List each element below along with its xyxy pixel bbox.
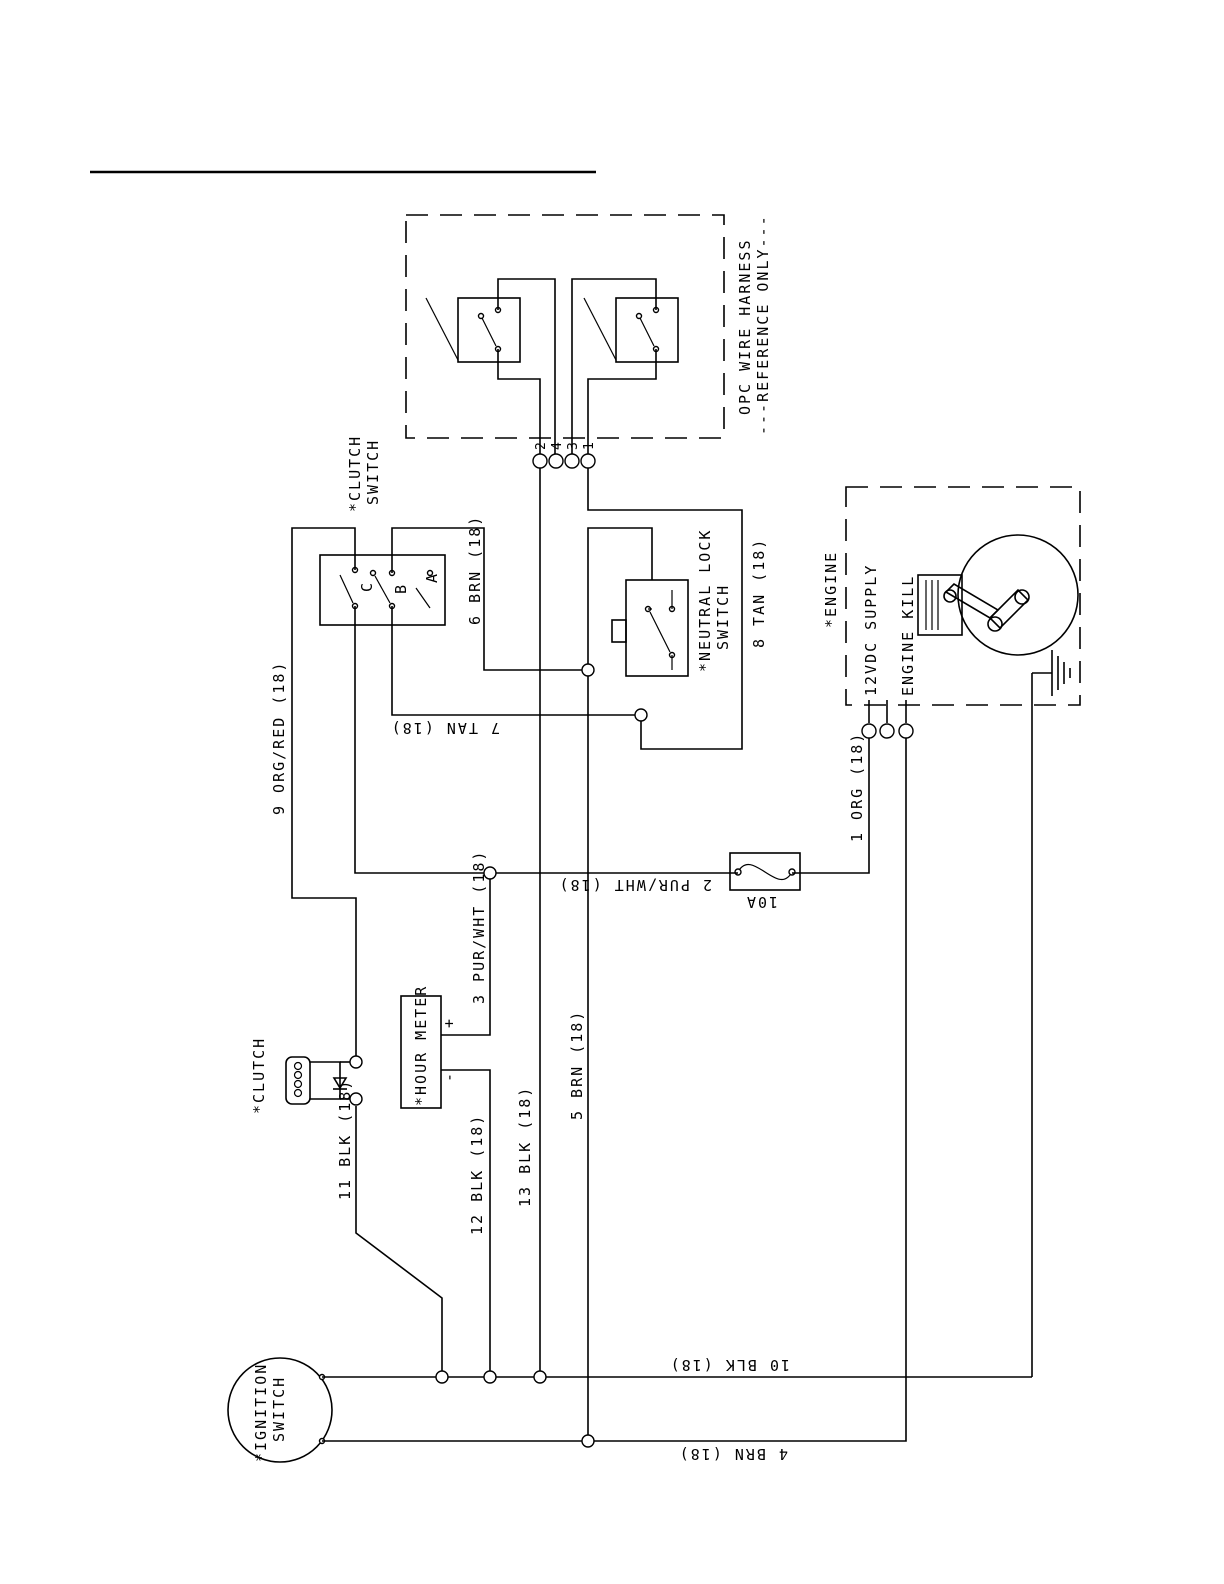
- wire-5-brn: [587, 527, 653, 1441]
- clutch-connector-pin: [349, 1092, 363, 1106]
- fuse-body: [729, 852, 801, 891]
- engine-connector-pin: [879, 723, 895, 739]
- hour-meter-body: [400, 995, 442, 1109]
- opc-label-1: OPC WIRE HARNESS: [736, 239, 754, 416]
- opc-relay-left: [457, 297, 521, 363]
- junction: [581, 663, 595, 677]
- wires: [291, 468, 1032, 1448]
- wire-label-9: 9 ORG/RED (18): [270, 661, 288, 815]
- clutch-switch: C B A *CLUTCH SWITCH: [319, 435, 446, 626]
- wire-label-3: 3 PUR/WHT (18): [470, 850, 488, 1004]
- pto-clutch: *CLUTCH: [250, 1037, 363, 1114]
- opc-harness-boundary: [405, 214, 725, 439]
- neutral-lock-plunger: [611, 619, 627, 643]
- clutch-connector-pin: [349, 1055, 363, 1069]
- wire-labels: 1 ORG (18) 2 PUR/WHT (18) 3 PUR/WHT (18)…: [270, 515, 866, 1463]
- wire-11-blk: [355, 1106, 443, 1377]
- hour-meter-minus: -: [440, 1071, 458, 1082]
- hour-meter: *HOUR METER + -: [400, 873, 491, 1377]
- opc-pin-4: 4: [550, 441, 565, 450]
- junction: [581, 1434, 595, 1448]
- clutch-terminal-a: A: [423, 572, 441, 583]
- junction: [533, 1370, 547, 1384]
- neutral-lock-label-1: *NEUTRAL LOCK: [696, 529, 714, 672]
- clutch-switch-label-2: SWITCH: [364, 439, 382, 505]
- wire-label-12: 12 BLK (18): [468, 1114, 486, 1235]
- wire-label-2: 2 PUR/WHT (18): [558, 876, 712, 894]
- wire-7-tan: [391, 606, 641, 716]
- junction: [483, 1370, 497, 1384]
- ignition-label-1: *IGNITION: [252, 1363, 270, 1462]
- neutral-lock-switch: *NEUTRAL LOCK SWITCH: [611, 529, 732, 677]
- neutral-lock-body: [625, 579, 689, 677]
- opc-pin-3: 3: [566, 441, 581, 450]
- wire-1-org: [792, 738, 870, 874]
- ignition-label-2: SWITCH: [270, 1376, 288, 1442]
- junction: [483, 866, 497, 880]
- engine: *ENGINE 12VDC SUPPLY ENGINE KILL: [822, 486, 1081, 1377]
- clutch-terminal-b: B: [392, 583, 410, 594]
- wire-label-13: 13 BLK (18): [516, 1086, 534, 1207]
- engine-boundary: [845, 486, 1081, 706]
- wire-label-6: 6 BRN (18): [466, 515, 484, 625]
- engine-connector-pin: [898, 723, 914, 739]
- engine-label: *ENGINE: [822, 551, 840, 628]
- fuse-rating: 10A: [745, 893, 778, 911]
- opc-relay-right: [615, 297, 679, 363]
- engine-kill-label: ENGINE KILL: [899, 575, 917, 696]
- clutch-switch-label-1: *CLUTCH: [346, 435, 364, 512]
- ignition-switch: *IGNITION SWITCH: [227, 1357, 333, 1463]
- wire-label-5: 5 BRN (18): [568, 1010, 586, 1120]
- clutch-label: *CLUTCH: [250, 1037, 268, 1114]
- clutch-coil-body: [285, 1056, 311, 1105]
- engine-flywheel: [957, 534, 1079, 656]
- wire-8-tan: [587, 468, 743, 750]
- opc-pin-1: 1: [582, 441, 597, 450]
- opc-pin-2: 2: [534, 441, 549, 450]
- wire-label-4: 4 BRN (18): [678, 1445, 788, 1463]
- engine-supply-label: 12VDC SUPPLY: [862, 564, 880, 696]
- wire-4-brn: [322, 738, 907, 1442]
- clutch-diode-icon: [332, 1077, 348, 1090]
- opc-harness: OPC WIRE HARNESS ---REFERENCE ONLY--- 2 …: [405, 214, 772, 469]
- wire-label-10: 10 BLK (18): [669, 1356, 790, 1374]
- neutral-lock-label-2: SWITCH: [714, 584, 732, 650]
- opc-connector-pin: [564, 453, 580, 469]
- engine-piston: [917, 574, 963, 636]
- wire-label-8: 8 TAN (18): [750, 538, 768, 648]
- junction: [634, 708, 648, 722]
- fuse-element-icon: [737, 864, 793, 880]
- wire-6-brn: [391, 527, 588, 671]
- wire-label-7: 7 TAN (18): [390, 719, 500, 737]
- clutch-terminal-c: C: [358, 581, 376, 592]
- wire-label-11: 11 BLK (18): [336, 1079, 354, 1200]
- ignition-switch-body: [227, 1357, 333, 1463]
- opc-connector-pin: [548, 453, 564, 469]
- opc-connector-pin: [580, 453, 596, 469]
- wire-9-org-red: [291, 527, 357, 1056]
- opc-label-2: ---REFERENCE ONLY---: [754, 214, 772, 435]
- wire-2-pur-wht: [354, 606, 738, 874]
- junction: [435, 1370, 449, 1384]
- hour-meter-label: *HOUR METER: [412, 985, 430, 1106]
- clutch-switch-body: [319, 554, 446, 626]
- hour-meter-plus: +: [440, 1017, 458, 1028]
- wire-label-1: 1 ORG (18): [848, 732, 866, 842]
- opc-connector-pin: [532, 453, 548, 469]
- engine-ground-icon: [1032, 650, 1071, 696]
- fuse: 10A: [729, 852, 801, 911]
